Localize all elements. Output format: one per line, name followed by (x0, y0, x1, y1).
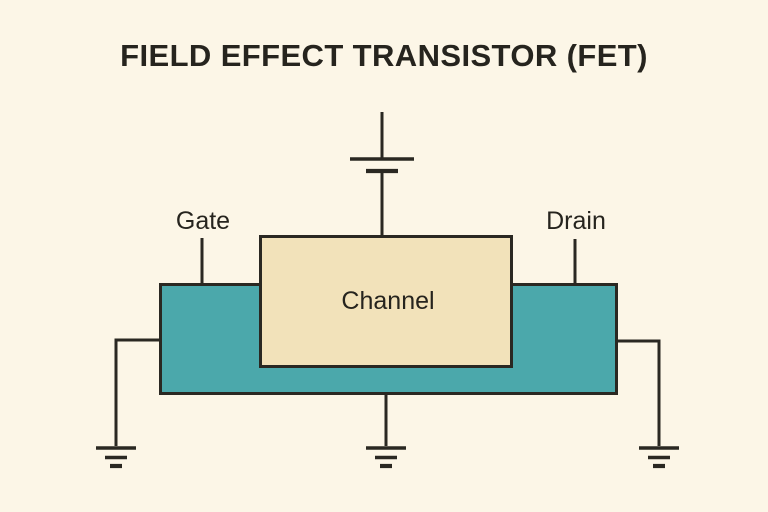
ground-icon (96, 446, 136, 469)
ground-icon (639, 446, 679, 469)
left-ground-wire (114, 338, 160, 446)
right-ground-wire (617, 339, 661, 446)
channel-label: Channel (341, 287, 434, 315)
gate-label: Gate (176, 207, 230, 235)
channel-region (259, 235, 513, 368)
drain-label: Drain (546, 207, 606, 235)
battery-icon (350, 112, 414, 237)
diagram-title: FIELD EFFECT TRANSISTOR (FET) (120, 38, 648, 73)
ground-icon (366, 446, 406, 469)
